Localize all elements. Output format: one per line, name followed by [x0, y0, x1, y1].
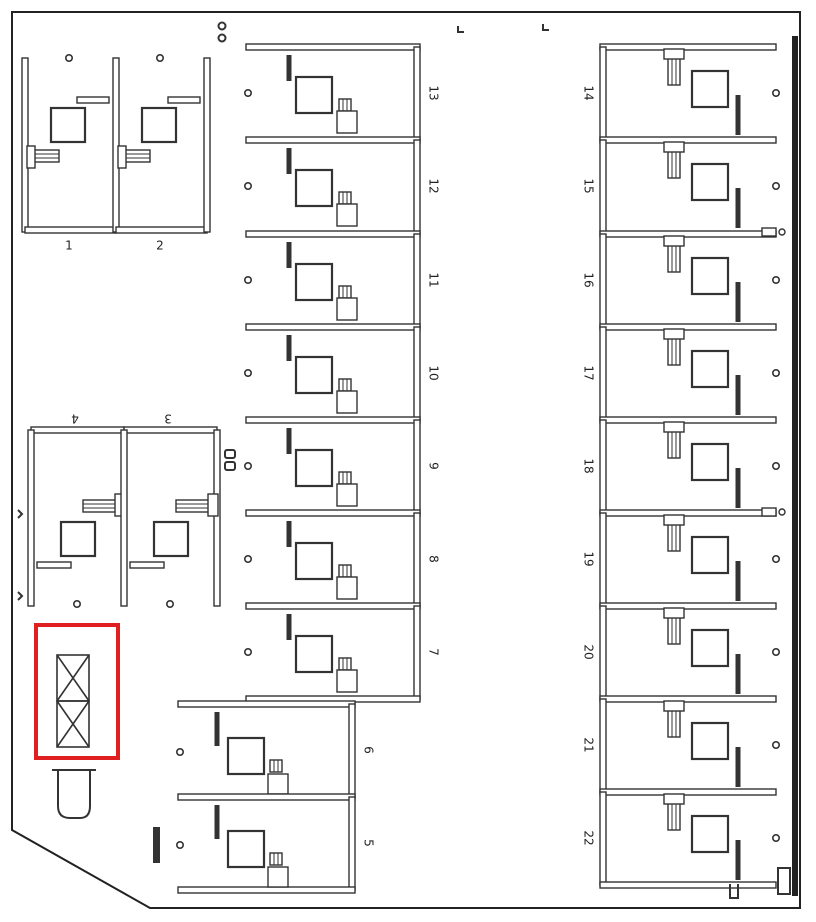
- unit-label: 15: [582, 178, 596, 193]
- unit-label: 9: [427, 462, 441, 470]
- unit-17[interactable]: 17: [582, 323, 780, 421]
- unit-9[interactable]: 9: [244, 416, 441, 514]
- unit-21[interactable]: 21: [582, 695, 780, 793]
- units-center-low: 65: [176, 700, 376, 894]
- pipe-fitting: [778, 508, 786, 516]
- unit-18[interactable]: 18: [582, 416, 780, 514]
- unit-7[interactable]: 7: [244, 602, 441, 703]
- pipe-fitting: [778, 228, 786, 236]
- unit-6[interactable]: 6: [176, 700, 376, 798]
- unit-label: 22: [582, 830, 596, 845]
- unit-19[interactable]: 19: [582, 509, 780, 607]
- unit-3[interactable]: 3: [120, 412, 221, 608]
- top-marks: [217, 21, 549, 43]
- crossed-box-icon: [56, 654, 90, 748]
- unit-label: 5: [362, 839, 376, 847]
- units-center: 13 12 11 10 9 8 7: [244, 43, 441, 703]
- unit-label: 11: [427, 272, 441, 287]
- units-right: 14 15 16 17 18 19 20 21 22: [582, 43, 786, 889]
- unit-8[interactable]: 8: [244, 509, 441, 607]
- unit-label: 7: [427, 648, 441, 656]
- unit-14[interactable]: 14: [582, 43, 780, 141]
- unit-label: 2: [156, 239, 164, 253]
- unit-13[interactable]: 13: [244, 43, 441, 141]
- unit-label: 3: [164, 412, 172, 426]
- unit-22[interactable]: 22: [582, 788, 780, 889]
- unit-label: 21: [582, 737, 596, 752]
- unit-label: 13: [427, 85, 441, 100]
- highlight-area[interactable]: [34, 623, 120, 760]
- unit-4[interactable]: 4: [27, 412, 126, 608]
- unit-label: 14: [582, 85, 596, 100]
- unit-1[interactable]: 1: [21, 53, 117, 253]
- unit-20[interactable]: 20: [582, 602, 780, 700]
- unit-11[interactable]: 11: [244, 230, 441, 328]
- unit-label: 4: [71, 412, 79, 426]
- unit-label: 12: [427, 178, 441, 193]
- unit-15[interactable]: 15: [582, 136, 780, 234]
- misc-fixtures: [17, 449, 791, 899]
- unit-label: 8: [427, 555, 441, 563]
- unit-label: 18: [582, 458, 596, 473]
- unit-label: 17: [582, 365, 596, 380]
- unit-10[interactable]: 10: [244, 323, 441, 421]
- unit-label: 19: [582, 551, 596, 566]
- unit-16[interactable]: 16: [582, 230, 780, 328]
- unit-label: 1: [65, 239, 73, 253]
- unit-2[interactable]: 2: [112, 53, 211, 253]
- pipe-fitting: [761, 227, 777, 237]
- pipe-fitting: [761, 507, 777, 517]
- unit-label: 10: [427, 365, 441, 380]
- unit-label: 16: [582, 272, 596, 287]
- right-edge-wall: [792, 36, 798, 896]
- building-outline: [11, 11, 801, 909]
- highlight-box[interactable]: [34, 623, 120, 760]
- unit-label: 20: [582, 644, 596, 659]
- unit-5[interactable]: 5: [176, 793, 376, 894]
- unit-label: 6: [362, 746, 376, 754]
- unit-12[interactable]: 12: [244, 136, 441, 234]
